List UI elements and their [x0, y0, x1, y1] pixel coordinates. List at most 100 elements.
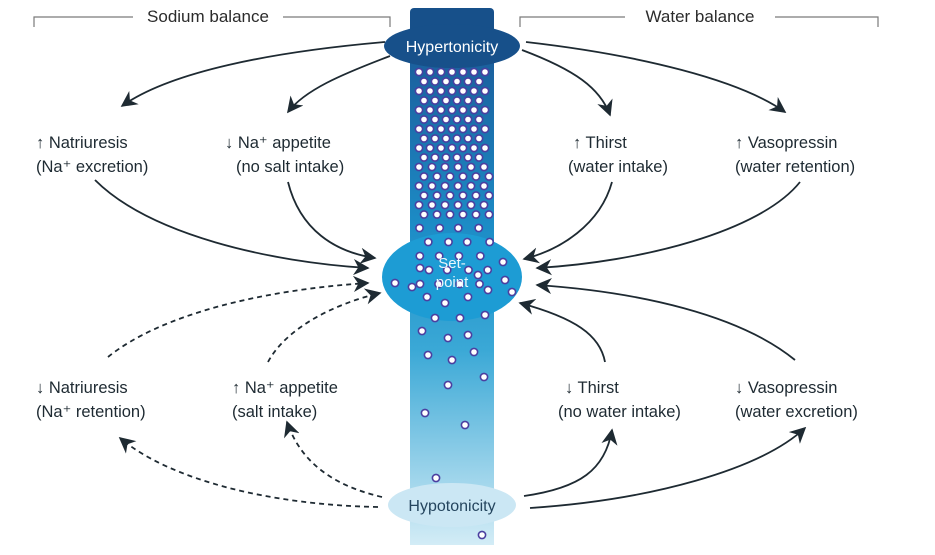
arrow-hyper-to-up-thirst	[521, 49, 613, 117]
solute-particle	[436, 105, 446, 115]
solute-particle	[452, 134, 462, 143]
solute-particle	[442, 265, 452, 275]
solute-particle	[471, 191, 481, 200]
solute-particle	[414, 86, 424, 96]
arrow-hypo-to-up-na-appetite	[284, 420, 383, 498]
hypertonicity-node	[384, 24, 520, 68]
effect-labels: ↑ Natriuresis (Na⁺ excretion) ↓ Na⁺ appe…	[36, 134, 858, 421]
arrow-down-vasopressin-to-setpoint	[535, 277, 796, 361]
solute-particle	[419, 77, 429, 86]
solute-particle	[463, 330, 473, 340]
solute-particle	[466, 162, 476, 172]
solute-particle	[455, 279, 465, 289]
up-vasopressin-line1: ↑ Vasopressin	[735, 134, 837, 152]
solute-particle	[458, 210, 468, 219]
solute-particle	[419, 115, 429, 124]
arrows	[94, 41, 807, 509]
solute-particle	[454, 251, 464, 261]
down-vasopressin-line2: (water excretion)	[735, 403, 858, 421]
solute-particle	[479, 162, 489, 172]
solute-particle	[469, 86, 479, 96]
down-natriuresis-line2: (Na⁺ retention)	[36, 403, 146, 421]
solute-particle	[453, 200, 463, 210]
solute-particle	[415, 279, 425, 289]
solute-particle	[484, 191, 494, 200]
solute-particle	[441, 77, 451, 86]
solute-particle	[463, 115, 473, 124]
solute-particle	[480, 67, 490, 77]
solute-particle	[425, 143, 435, 153]
arrow-hyper-to-up-natriuresis	[120, 41, 386, 107]
solute-particle	[464, 265, 473, 275]
solute-particle	[436, 86, 446, 96]
solute-particle	[425, 105, 435, 115]
solute-particle	[419, 191, 429, 200]
solute-particle	[458, 67, 468, 77]
solute-particle	[445, 172, 455, 181]
arrow-hypo-to-down-vasopressin	[529, 426, 807, 509]
solute-particle	[432, 191, 442, 200]
solute-particle	[447, 86, 457, 96]
sodium-balance-header: Sodium balance	[33, 7, 391, 27]
solute-particle	[460, 420, 470, 430]
down-na-appetite-line2: (no salt intake)	[236, 158, 344, 176]
arrow-up-na-appetite-to-setpoint	[267, 288, 382, 363]
solute-particle	[453, 181, 463, 191]
solute-particle	[452, 115, 462, 124]
hypotonicity-label: Hypotonicity	[408, 498, 495, 515]
solute-particle	[419, 153, 429, 162]
solute-particle	[479, 372, 489, 382]
arrow-hypo-to-down-thirst	[523, 428, 618, 497]
solute-particle	[441, 153, 451, 162]
solute-particle	[445, 210, 455, 219]
solute-particle	[441, 134, 451, 143]
down-vasopressin-line1: ↓ Vasopressin	[735, 379, 837, 397]
solute-particle	[466, 200, 476, 210]
solute-particle	[475, 279, 484, 289]
solute-particle	[471, 172, 481, 181]
down-natriuresis-line1: ↓ Natriuresis	[36, 379, 128, 397]
solute-particle	[474, 153, 484, 162]
solute-particle	[419, 210, 429, 219]
solute-particle	[390, 278, 400, 288]
solute-particle	[425, 124, 435, 134]
up-vasopressin-line2: (water retention)	[735, 158, 855, 176]
solute-particle	[431, 473, 441, 483]
solute-particle	[424, 265, 434, 275]
solute-particle	[474, 115, 484, 124]
solute-particle	[432, 172, 442, 181]
dashed-arrows	[107, 275, 383, 508]
solute-particle	[441, 96, 451, 105]
solute-particle	[447, 124, 457, 134]
solute-particle	[484, 172, 494, 181]
solute-particle	[430, 134, 440, 143]
solute-particle	[463, 77, 473, 86]
solute-particle	[479, 200, 489, 210]
hypertonicity-label: Hypertonicity	[406, 39, 498, 56]
solute-particle	[447, 355, 457, 365]
solute-particle	[455, 313, 465, 323]
solute-particle	[474, 223, 484, 233]
setpoint-label-line1: Set-	[438, 255, 466, 272]
solute-particle	[415, 223, 424, 233]
solute-particle	[447, 143, 457, 153]
solute-particle	[430, 96, 440, 105]
solute-particle	[458, 143, 468, 153]
solute-particle	[443, 333, 453, 343]
solute-particle	[444, 237, 453, 247]
solute-particle	[474, 96, 484, 105]
arrow-hypo-to-down-natriuresis	[118, 436, 379, 508]
solute-particle	[469, 105, 479, 115]
solute-particle	[422, 292, 432, 302]
solute-particle	[434, 251, 444, 261]
solute-particle	[475, 251, 485, 261]
solute-particle	[423, 350, 433, 360]
arrow-hyper-to-up-vasopressin	[525, 41, 787, 113]
solute-particle	[440, 200, 450, 210]
arrow-down-na-appetite-to-setpoint	[287, 181, 377, 264]
solute-particle	[462, 237, 472, 247]
solute-particle	[414, 200, 424, 210]
solute-particle	[414, 143, 424, 153]
arrow-down-thirst-to-setpoint	[518, 299, 606, 363]
solute-particle	[440, 181, 450, 191]
